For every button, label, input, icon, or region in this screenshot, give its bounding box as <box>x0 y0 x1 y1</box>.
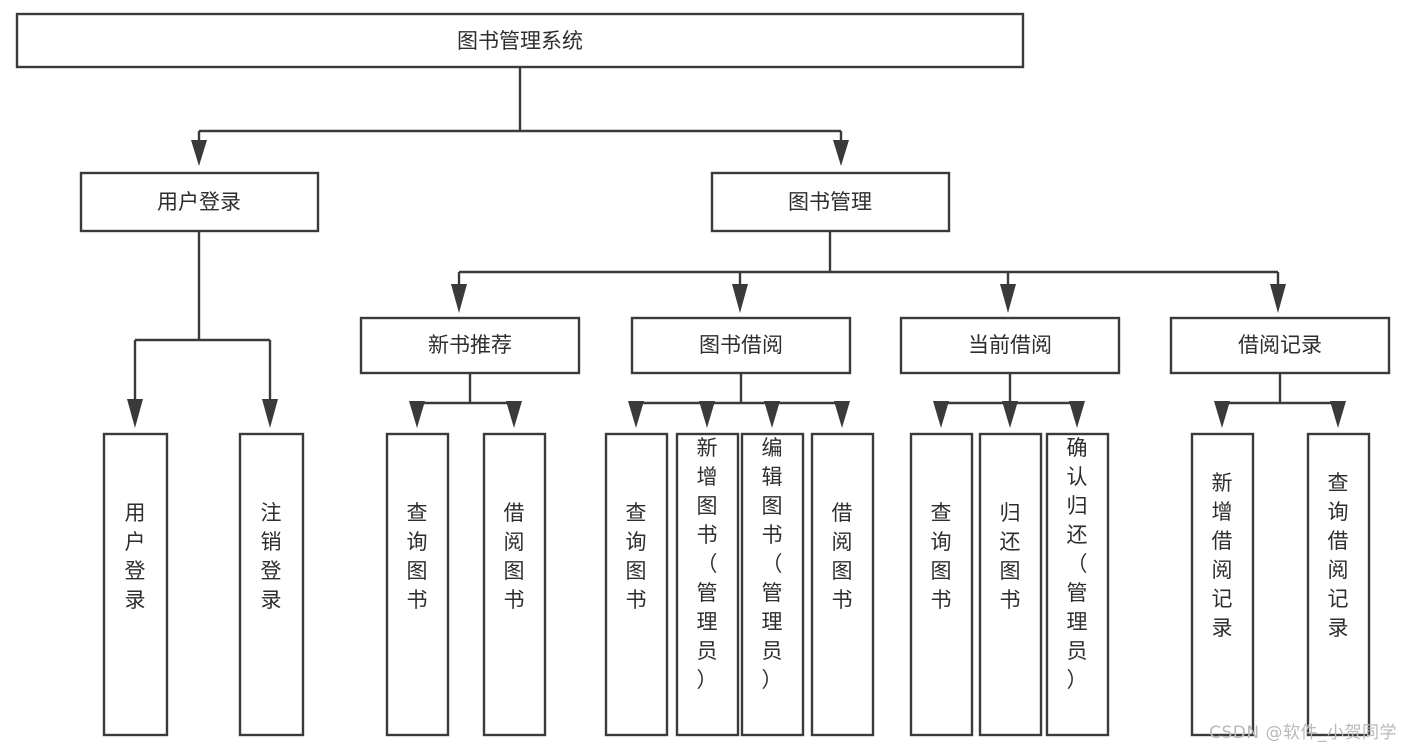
leaf-add-record-label: 新增借阅记录 <box>1212 471 1233 640</box>
leaf-edit-book-box <box>740 432 805 737</box>
arrow-to-leaf-query-book-3 <box>933 401 949 428</box>
node-user-login-label: 用户登录 <box>157 190 241 214</box>
connector-borrow-record-to-leaves <box>1214 373 1346 428</box>
arrow-to-leaf-user-login <box>127 399 143 428</box>
arrow-to-current-borrow <box>1000 284 1016 313</box>
leaf-query-record-box <box>1306 432 1371 737</box>
node-user-login[interactable]: 用户登录 <box>79 171 320 233</box>
leaf-borrow-book-1[interactable]: 借阅图书 <box>482 432 547 737</box>
leaf-confirm-return-label: 确认归还（管理员） <box>1067 436 1088 692</box>
leaf-query-book-1-box <box>385 432 450 737</box>
node-book-borrow-label: 图书借阅 <box>699 333 783 357</box>
leaf-query-book-1[interactable]: 查询图书 <box>385 432 450 737</box>
leaf-add-record[interactable]: 新增借阅记录 <box>1190 432 1255 737</box>
leaf-query-book-1-label: 查询图书 <box>407 501 428 612</box>
arrow-to-leaf-user-logout <box>262 399 278 428</box>
leaf-confirm-return[interactable]: 确认归还（管理员） <box>1045 432 1110 737</box>
leaf-borrow-book-1-box <box>482 432 547 737</box>
arrow-to-new-book-recommend <box>451 284 467 313</box>
leaf-edit-book[interactable]: 编辑图书（管理员） <box>740 432 805 737</box>
leaf-add-book[interactable]: 新增图书（管理员） <box>675 432 740 737</box>
arrow-to-leaf-edit-book <box>764 401 780 428</box>
leaf-borrow-book-2-box <box>810 432 875 737</box>
leaf-add-book-box <box>675 432 740 737</box>
connector-book-management-to-level3 <box>451 231 1286 313</box>
leaf-query-book-3[interactable]: 查询图书 <box>909 432 974 737</box>
connector-book-borrow-to-leaves <box>628 373 850 428</box>
leaf-query-record-label: 查询借阅记录 <box>1328 471 1349 640</box>
node-current-borrow-box <box>899 316 1121 375</box>
arrow-to-leaf-borrow-book-1 <box>506 401 522 428</box>
leaf-return-book-box <box>978 432 1043 737</box>
node-root[interactable]: 图书管理系统 <box>15 12 1025 69</box>
leaf-confirm-return-box <box>1045 432 1110 737</box>
leaf-user-logout-box <box>238 432 305 737</box>
connector-new-book-recommend-to-leaves <box>409 373 522 428</box>
leaf-user-logout-label: 注销登录 <box>261 501 282 612</box>
leaf-add-record-box <box>1190 432 1255 737</box>
node-new-book-recommend-label: 新书推荐 <box>428 333 512 357</box>
node-borrow-record[interactable]: 借阅记录 <box>1169 316 1391 375</box>
arrow-to-borrow-record <box>1270 284 1286 313</box>
arrow-to-leaf-query-book-2 <box>628 401 644 428</box>
leaf-user-login-box <box>102 432 169 737</box>
arrow-to-leaf-return-book <box>1002 401 1018 428</box>
leaf-query-book-3-label: 查询图书 <box>931 501 952 612</box>
node-new-book-recommend-box <box>359 316 581 375</box>
node-current-borrow[interactable]: 当前借阅 <box>899 316 1121 375</box>
connector-user-login-to-leaves <box>127 231 278 428</box>
leaf-borrow-book-2-label: 借阅图书 <box>832 501 853 612</box>
arrow-to-leaf-confirm-return <box>1069 401 1085 428</box>
leaf-query-book-2-box <box>604 432 669 737</box>
leaf-user-login[interactable]: 用户登录 <box>102 432 169 737</box>
connector-root-to-level2 <box>191 67 849 166</box>
node-user-login-box <box>79 171 320 233</box>
leaf-edit-book-label: 编辑图书（管理员） <box>762 436 783 692</box>
arrow-to-leaf-borrow-book-2 <box>834 401 850 428</box>
node-root-box <box>15 12 1025 69</box>
leaf-query-book-2-label: 查询图书 <box>626 501 647 612</box>
node-new-book-recommend[interactable]: 新书推荐 <box>359 316 581 375</box>
leaf-user-logout[interactable]: 注销登录 <box>238 432 305 737</box>
arrow-to-leaf-add-record <box>1214 401 1230 428</box>
arrow-to-leaf-query-book-1 <box>409 401 425 428</box>
node-book-borrow[interactable]: 图书借阅 <box>630 316 852 375</box>
node-root-label: 图书管理系统 <box>457 29 583 53</box>
leaf-user-login-label: 用户登录 <box>125 501 146 612</box>
leaf-query-book-3-box <box>909 432 974 737</box>
arrow-to-user-login <box>191 140 207 166</box>
arrow-to-book-management <box>833 140 849 166</box>
leaf-add-book-label: 新增图书（管理员） <box>697 436 718 692</box>
leaf-borrow-book-2[interactable]: 借阅图书 <box>810 432 875 737</box>
arrow-to-book-borrow <box>732 284 748 313</box>
connector-current-borrow-to-leaves <box>933 373 1085 428</box>
leaf-query-record[interactable]: 查询借阅记录 <box>1306 432 1371 737</box>
arrow-to-leaf-add-book <box>699 401 715 428</box>
leaf-query-book-2[interactable]: 查询图书 <box>604 432 669 737</box>
arrow-to-leaf-query-record <box>1330 401 1346 428</box>
node-book-management-label: 图书管理 <box>788 190 872 214</box>
leaf-borrow-book-1-label: 借阅图书 <box>504 501 525 612</box>
leaf-return-book[interactable]: 归还图书 <box>978 432 1043 737</box>
node-book-management[interactable]: 图书管理 <box>710 171 951 233</box>
node-borrow-record-label: 借阅记录 <box>1238 333 1322 357</box>
leaf-return-book-label: 归还图书 <box>1000 501 1021 612</box>
node-current-borrow-label: 当前借阅 <box>968 333 1052 357</box>
